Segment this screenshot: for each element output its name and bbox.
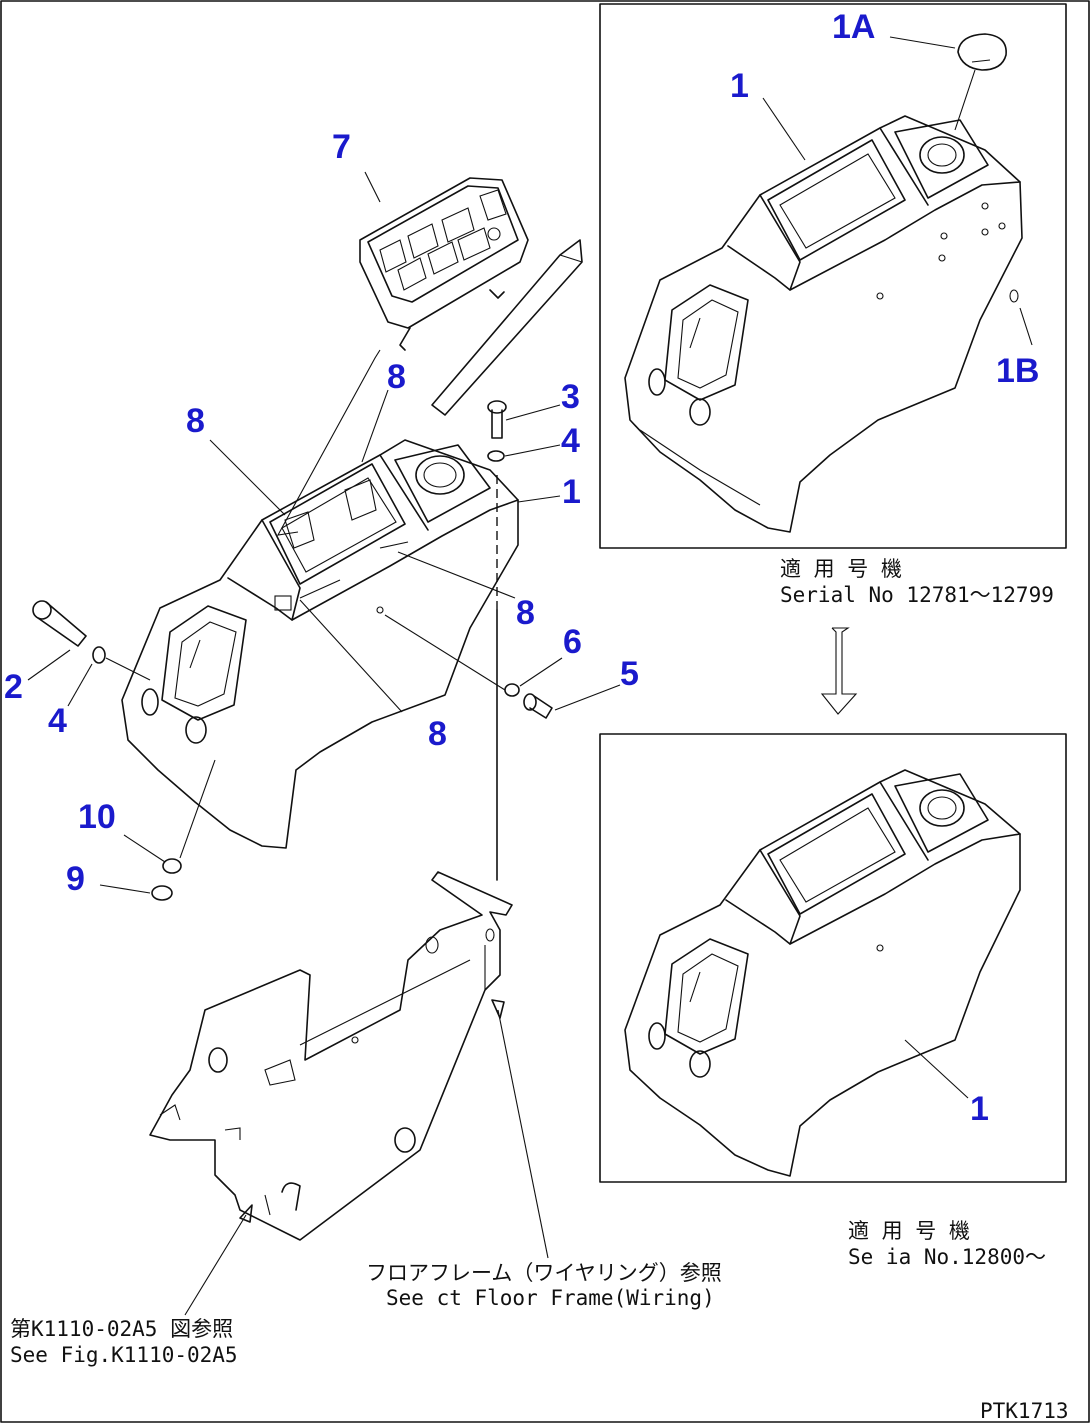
callout-8-top: 8	[387, 358, 406, 396]
callout-7: 7	[332, 128, 351, 166]
revision-arrow	[820, 627, 858, 715]
inset-bottom-serial: Se ia No.12800～	[848, 1245, 1046, 1269]
notes: 適 用 号 機 Serial No 12781～12799 適 用 号 機 Se…	[10, 557, 1069, 1423]
callout-1-inset-top: 1	[730, 67, 749, 105]
callout-8-right: 8	[516, 594, 535, 632]
callout-4-left: 4	[48, 702, 67, 740]
callout-1-main: 1	[562, 473, 581, 511]
console-inset-bottom	[624, 769, 1021, 1177]
washer-part-6	[504, 657, 563, 697]
callout-4-right: 4	[561, 422, 580, 460]
support-strip	[431, 239, 583, 416]
inset-bottom-applicability-jp: 適 用 号 機	[848, 1219, 970, 1243]
washer-part-4-left	[67, 646, 151, 707]
callout-9: 9	[66, 860, 85, 898]
drawing-number: PTK1713	[980, 1399, 1069, 1423]
bolt-part-2	[27, 600, 87, 681]
callout-1a: 1A	[832, 8, 875, 46]
inset-frame-bottom	[599, 733, 1067, 1183]
callout-1-inset-bottom: 1	[970, 1090, 989, 1128]
floor-frame-bracket	[149, 871, 513, 1241]
callout-6: 6	[563, 623, 582, 661]
callout-5: 5	[620, 655, 639, 693]
console-main-part-1	[121, 439, 519, 849]
callout-3: 3	[561, 378, 580, 416]
washer-part-10	[123, 759, 216, 874]
callout-labels: 7 8 8 8 8 3 4 1 6 5 2 4 10 9 1A 1 1B 1	[4, 8, 1039, 1128]
washer-part-4-right	[487, 444, 561, 462]
callout-8-bottom: 8	[428, 715, 447, 753]
floor-frame-note-en: See ct Floor Frame(Wiring)	[386, 1286, 715, 1310]
nut-part-9	[99, 884, 173, 901]
callout-2: 2	[4, 668, 23, 706]
floor-frame-note-jp: フロアフレーム（ワイヤリング）参照	[366, 1261, 722, 1285]
fig-ref-arrow	[184, 1204, 253, 1316]
console-inset-top	[624, 33, 1033, 533]
screw-part-5	[523, 684, 621, 719]
callout-1b: 1B	[996, 352, 1039, 390]
fig-ref-note-en: See Fig.K1110-02A5	[10, 1343, 238, 1367]
cap-part-1a	[957, 33, 1007, 71]
bolt-part-3	[487, 400, 561, 439]
callout-8-left: 8	[186, 402, 205, 440]
callout-10: 10	[78, 798, 116, 836]
inset-frame-top	[599, 3, 1067, 549]
monitor-panel-part-7	[359, 171, 529, 351]
inset-top-applicability-jp: 適 用 号 機	[780, 557, 902, 581]
floor-frame-arrow	[491, 999, 549, 1259]
inset-top-serial: Serial No 12781～12799	[780, 583, 1054, 607]
fig-ref-note-jp: 第K1110-02A5 図参照	[10, 1317, 233, 1341]
